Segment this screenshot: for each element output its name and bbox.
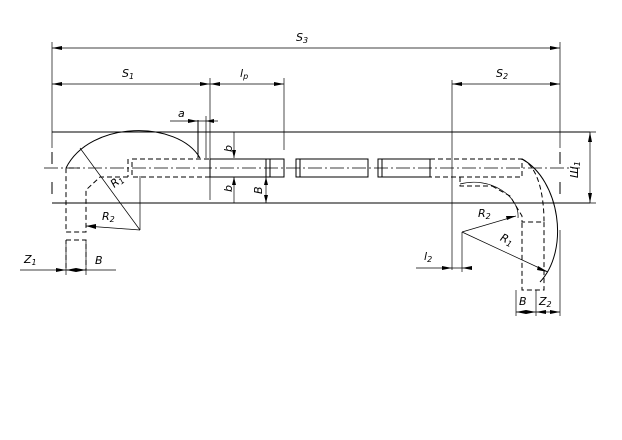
label-lp: lp bbox=[240, 67, 248, 81]
label-r1-left: R1 bbox=[108, 172, 127, 191]
trench-outline: Ш1 bbox=[51, 131, 596, 204]
pipe-segments bbox=[209, 158, 431, 178]
dimension-b: b b B bbox=[222, 132, 268, 203]
label-l2: l2 bbox=[424, 250, 432, 264]
dimension-s1-lp: S1 lp bbox=[52, 67, 285, 200]
dimension-b-z2: B Z2 bbox=[515, 230, 561, 316]
dimension-s3: S3 bbox=[51, 31, 561, 148]
label-s3: S3 bbox=[296, 31, 308, 45]
dimension-l2: l2 bbox=[416, 232, 472, 272]
label-z1: Z1 bbox=[23, 253, 37, 267]
label-z2: Z2 bbox=[538, 295, 552, 309]
label-s1: S1 bbox=[122, 67, 134, 81]
label-r2-right: R2 bbox=[478, 207, 491, 221]
dimension-s2: S2 bbox=[451, 67, 560, 270]
label-wh: Ш1 bbox=[568, 161, 582, 178]
dimension-a: a bbox=[170, 107, 218, 158]
right-bend: R2 R1 bbox=[429, 158, 559, 291]
dimension-z1-b: Z1 B bbox=[20, 240, 116, 275]
label-r2-left: R2 bbox=[102, 210, 115, 224]
label-b-mid: B bbox=[252, 186, 265, 194]
label-b-top: b bbox=[222, 145, 235, 152]
label-b-bottom: b bbox=[222, 185, 235, 192]
left-bend: R2 R1 bbox=[65, 120, 211, 271]
label-a: a bbox=[178, 107, 185, 120]
label-b-right: B bbox=[519, 295, 527, 308]
label-b-left: B bbox=[95, 254, 103, 267]
label-r1-right: R1 bbox=[498, 231, 515, 249]
label-s2: S2 bbox=[496, 67, 508, 81]
